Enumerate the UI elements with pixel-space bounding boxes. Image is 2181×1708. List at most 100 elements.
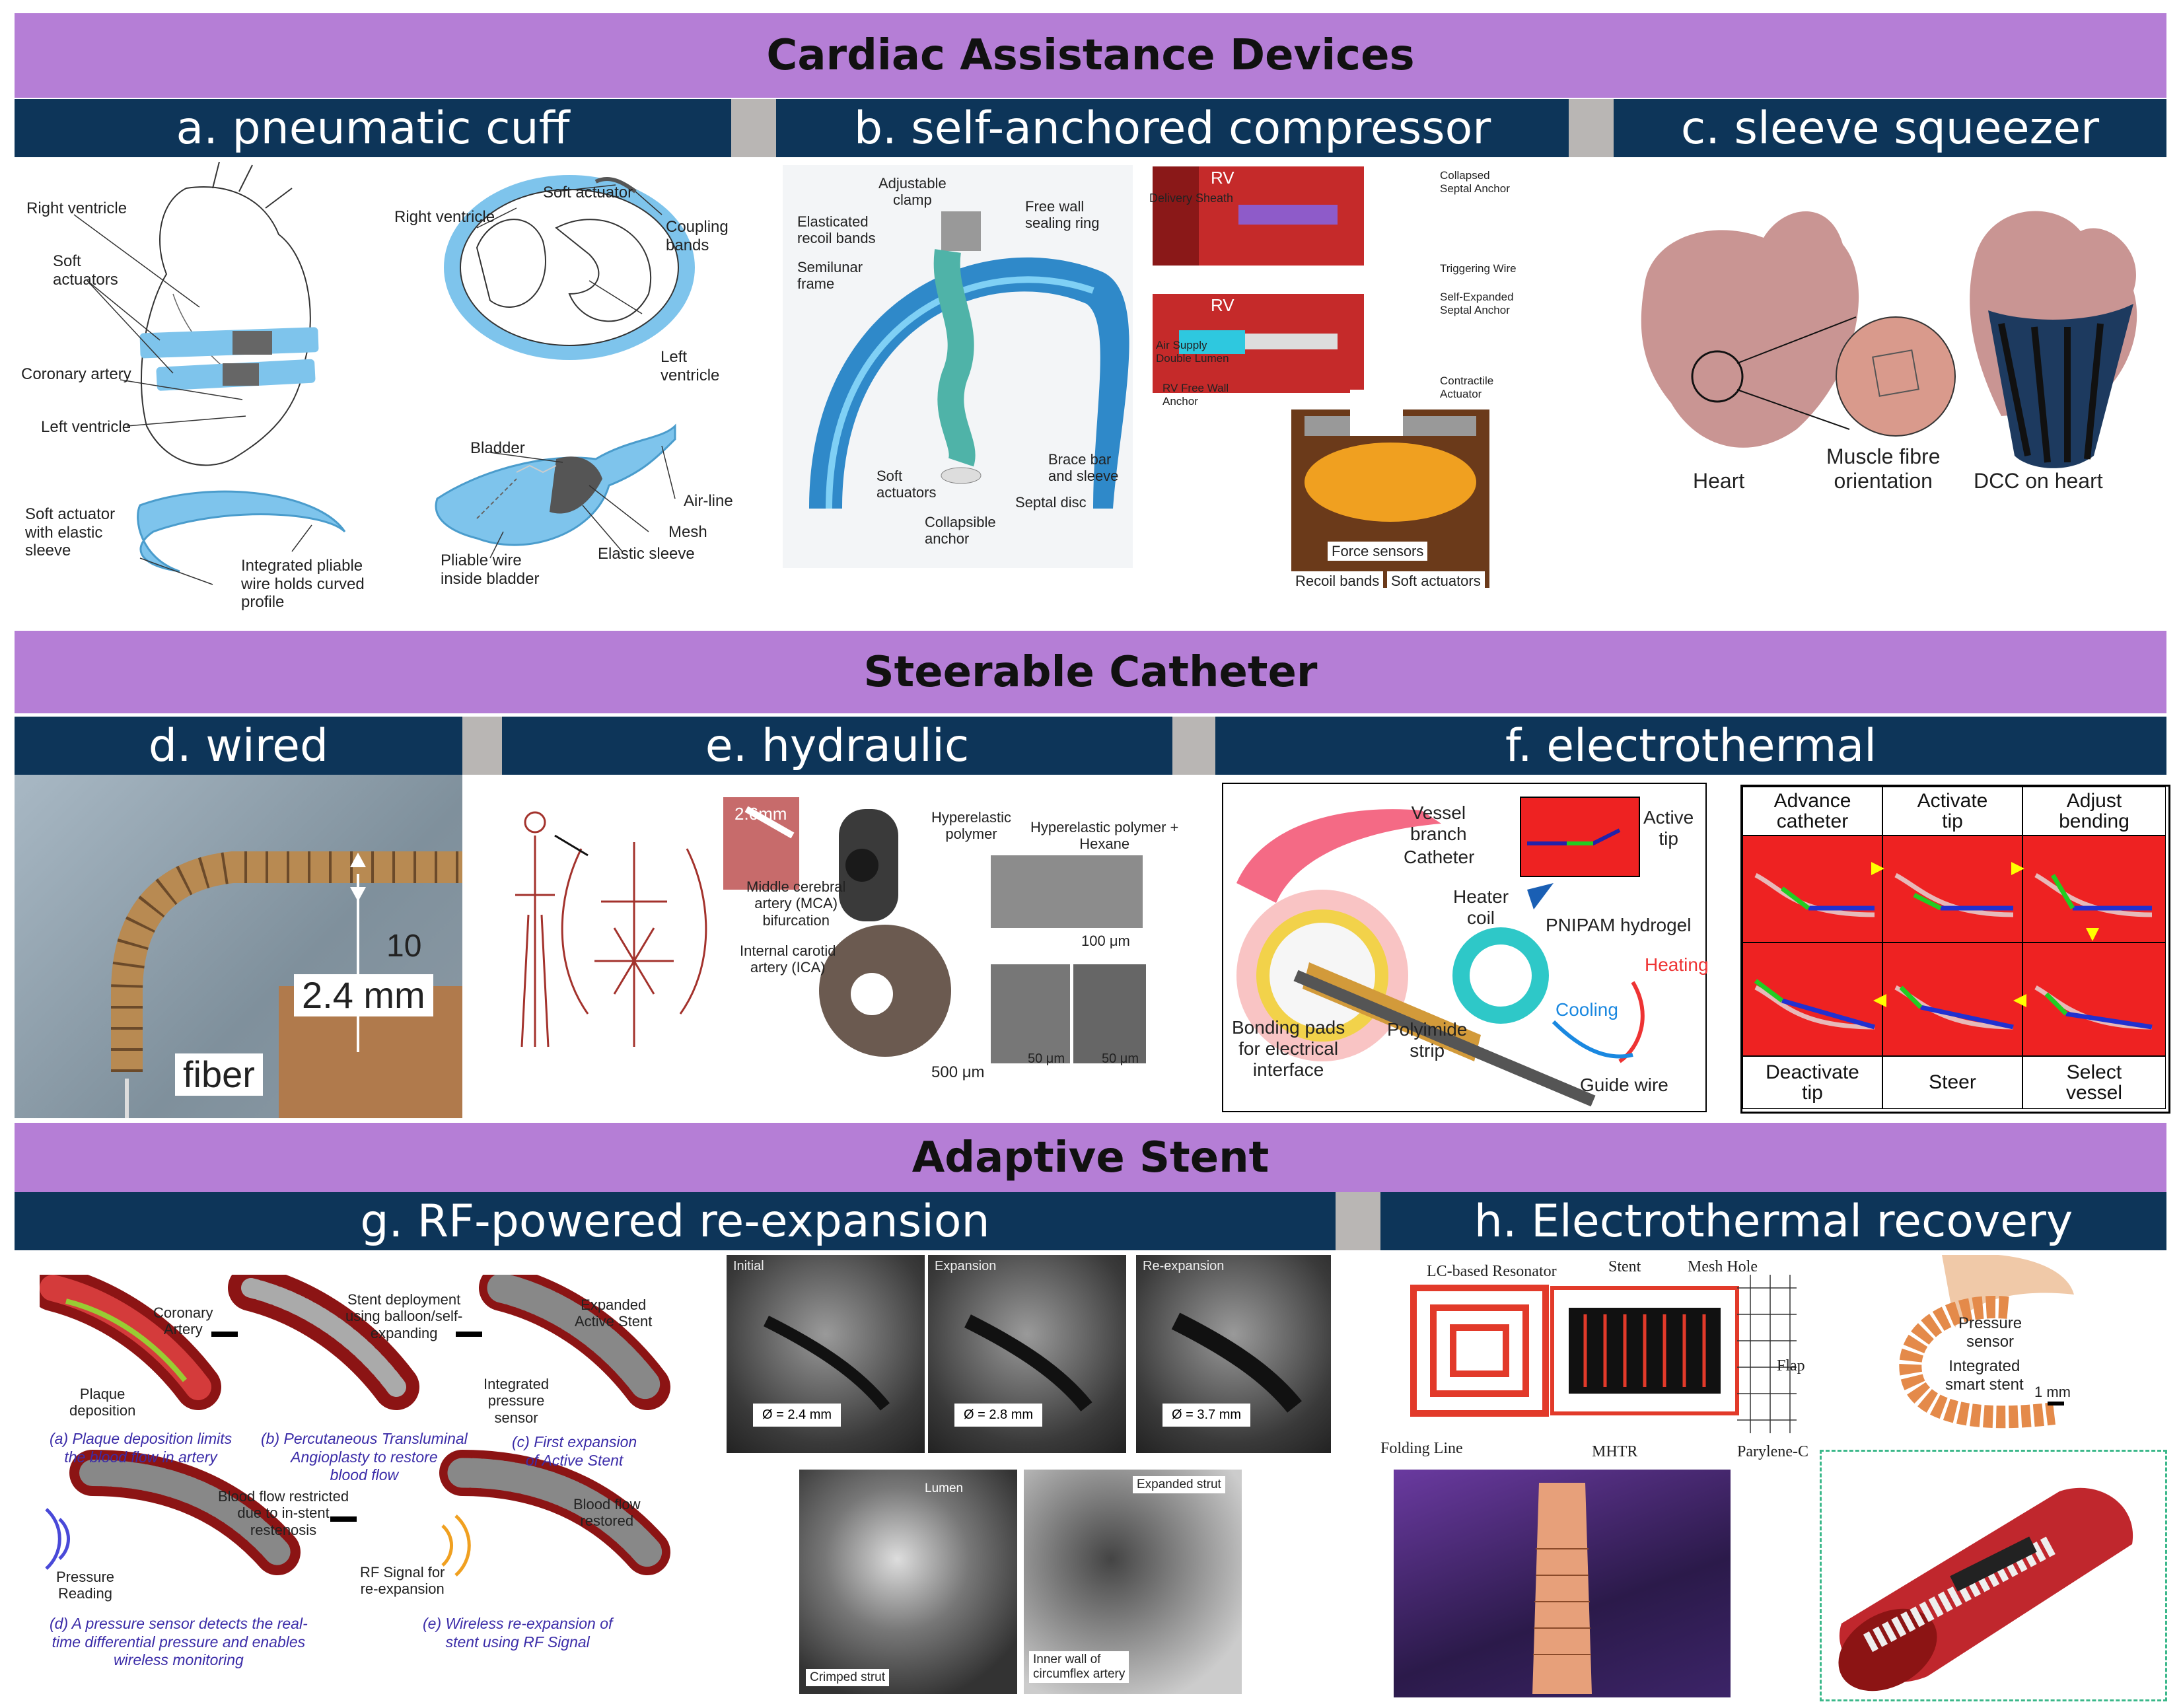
label-polyimide: Polyimide strip bbox=[1387, 1019, 1468, 1061]
label-left-ventricle: Left ventricle bbox=[41, 418, 131, 436]
label-coupling-bands: Coupling bands bbox=[666, 218, 729, 254]
label-smart-stent: Integrated smart stent bbox=[1945, 1357, 2024, 1394]
label-scale-50b: 50 μm bbox=[1102, 1051, 1139, 1066]
label-pliable-wire-bladder: Pliable wire inside bladder bbox=[441, 552, 540, 588]
label-muscle-fibre: Muscle fibre orientation bbox=[1826, 445, 1941, 493]
label-bonding-pads: Bonding pads for electrical interface bbox=[1232, 1017, 1345, 1081]
label-expanded-stent: Expanded Active Stent bbox=[575, 1297, 653, 1330]
label-free-wall-ring: Free wall sealing ring bbox=[1025, 198, 1100, 232]
xray-reexpansion: Re-expansion Ø = 3.7 mm bbox=[1136, 1255, 1331, 1453]
step-label: Steer bbox=[1882, 1056, 2022, 1109]
label-air-line: Air-line bbox=[684, 492, 733, 510]
label-coronary-artery: Coronary artery bbox=[21, 365, 131, 383]
stent-xray-drawing bbox=[763, 1315, 890, 1411]
crimped-strut-photo: Lumen Crimped strut bbox=[799, 1470, 1017, 1694]
label-lv: LV bbox=[1382, 168, 1402, 188]
label-plaque: Plaque deposition bbox=[69, 1386, 136, 1419]
label-blood-restricted: Blood flow restricted due to in-stent re… bbox=[218, 1488, 349, 1538]
curled-stent-drawing bbox=[1899, 1255, 2074, 1429]
step-image bbox=[1882, 836, 2022, 943]
diameter-expansion: Ø = 2.8 mm bbox=[954, 1404, 1043, 1427]
label-lumen: Lumen bbox=[925, 1481, 964, 1495]
stent-process-illustration bbox=[40, 1275, 670, 1577]
label-stent-h: Stent bbox=[1608, 1258, 1641, 1275]
label-pressure-sensor: Pressure sensor bbox=[1958, 1314, 2022, 1351]
label-soft-actuators: Soft actuators bbox=[53, 252, 118, 289]
panel-title-f: f. electrothermal bbox=[1215, 717, 2166, 775]
caption-e: (e) Wireless re-expansion of stent using… bbox=[423, 1615, 613, 1651]
label-mca: Middle cerebral artery (MCA) bifurcation bbox=[746, 878, 846, 929]
xray-label-reexpansion: Re-expansion bbox=[1143, 1259, 1225, 1273]
section-title-cardiac: Cardiac Assistance Devices bbox=[15, 13, 2166, 98]
label-lc-resonator: LC-based Resonator bbox=[1427, 1263, 1557, 1280]
label-blood-restored: Blood flow restored bbox=[573, 1496, 641, 1530]
label-expanded-strut: Expanded strut bbox=[1133, 1476, 1225, 1493]
label-vessel-branch: Vessel branch bbox=[1410, 802, 1467, 845]
label-scale-500: 500 μm bbox=[931, 1063, 985, 1081]
label-air-supply: Air Supply Double Lumen bbox=[1156, 339, 1229, 365]
label-crimped-strut: Crimped strut bbox=[806, 1669, 890, 1686]
label-ica: Internal carotid artery (ICA) bbox=[740, 943, 836, 976]
label-fiber: fiber bbox=[175, 1053, 263, 1096]
section-title-stent: Adaptive Stent bbox=[15, 1123, 2166, 1192]
label-rv-free-wall: RV Free Wall Anchor bbox=[1162, 382, 1229, 408]
vessel-render-drawing bbox=[1838, 1487, 2133, 1691]
label-collapsible-anchor: Collapsible anchor bbox=[925, 514, 996, 548]
label-scale-26: 2.6mm bbox=[734, 804, 787, 824]
label-scale-100: 100 μm bbox=[1081, 933, 1130, 949]
panel-title-g: g. RF-powered re-expansion bbox=[15, 1192, 1336, 1250]
label-self-expanded: Self-Expanded Septal Anchor bbox=[1440, 291, 1514, 316]
step-label: Activate tip bbox=[1882, 787, 2022, 836]
label-soft-actuator: Soft actuator bbox=[543, 184, 633, 201]
label-soft-actuators-b2: Soft actuators bbox=[1387, 571, 1485, 591]
label-rv: RV bbox=[1211, 168, 1234, 188]
step-label: Deactivate tip bbox=[1742, 1056, 1882, 1109]
spacer bbox=[1350, 390, 1403, 436]
label-mesh-hole: Mesh Hole bbox=[1688, 1258, 1758, 1275]
label-pliable-wire: Integrated pliable wire holds curved pro… bbox=[241, 557, 365, 612]
label-scale-1mm: 1 mm bbox=[2034, 1384, 2071, 1400]
xray-label-initial: Initial bbox=[733, 1259, 764, 1273]
label-inner-wall: Inner wall of circumflex artery bbox=[1029, 1651, 1129, 1683]
label-stent-deploy: Stent deployment using balloon/self- exp… bbox=[345, 1291, 463, 1341]
smart-stent-layout bbox=[1410, 1275, 1797, 1433]
label-adjustable-clamp: Adjustable clamp bbox=[878, 175, 947, 209]
caption-d: (d) A pressure sensor detects the real- … bbox=[50, 1615, 308, 1669]
step-label: Adjust bending bbox=[2022, 787, 2166, 836]
divider bbox=[1336, 1192, 1380, 1250]
section-title-catheter: Steerable Catheter bbox=[15, 631, 2166, 713]
label-active-tip: Active tip bbox=[1643, 807, 1694, 849]
xray-label-expansion: Expansion bbox=[935, 1259, 997, 1273]
smart-stent-photo bbox=[1856, 1255, 2166, 1453]
steering-paths bbox=[1754, 862, 2153, 1030]
divider bbox=[1172, 717, 1215, 775]
label-left-ventricle-2: Left ventricle bbox=[661, 348, 720, 384]
panel-title-b: b. self-anchored compressor bbox=[776, 99, 1569, 157]
expanded-strut-photo: Expanded strut Inner wall of circumflex … bbox=[1024, 1470, 1242, 1694]
label-heating: Heating bbox=[1645, 954, 1709, 975]
label-integrated-sensor: Integrated pressure sensor bbox=[483, 1376, 550, 1426]
label-rv-2: RV bbox=[1211, 295, 1234, 315]
step-image bbox=[2022, 836, 2166, 943]
sleeve-squeezer-illustration bbox=[1641, 211, 2137, 468]
stent-on-balloon-photo bbox=[1394, 1470, 1731, 1697]
panel-title-d: d. wired bbox=[15, 717, 462, 775]
caption-b: (b) Percutaneous Transluminal Angioplast… bbox=[261, 1430, 468, 1484]
label-right-ventricle: Right ventricle bbox=[26, 199, 127, 217]
label-lv-2: LV bbox=[1382, 295, 1402, 315]
electrothermal-schematic bbox=[1222, 783, 1707, 1112]
hydraulic-illustration bbox=[515, 797, 1146, 1063]
caption-a: (a) Plaque deposition limits the blood f… bbox=[50, 1430, 232, 1466]
panel-title-a: a. pneumatic cuff bbox=[15, 99, 731, 157]
label-brace-bar: Brace bar and sleeve bbox=[1048, 451, 1119, 485]
label-hyperelastic-hexane: Hyperelastic polymer + Hexane bbox=[1030, 819, 1179, 853]
stent-xray-drawing bbox=[1171, 1312, 1302, 1413]
label-folding-line: Folding Line bbox=[1380, 1440, 1463, 1457]
step-image bbox=[1742, 836, 1882, 943]
panel-title-e: e. hydraulic bbox=[502, 717, 1172, 775]
label-soft-actuators-b: Soft actuators bbox=[876, 468, 937, 501]
label-hyperelastic: Hyperelastic polymer bbox=[931, 809, 1012, 843]
label-recoil-bands: Recoil bands bbox=[1291, 571, 1384, 591]
label-scale-50a: 50 μm bbox=[1028, 1051, 1065, 1066]
label-mesh: Mesh bbox=[668, 523, 707, 541]
